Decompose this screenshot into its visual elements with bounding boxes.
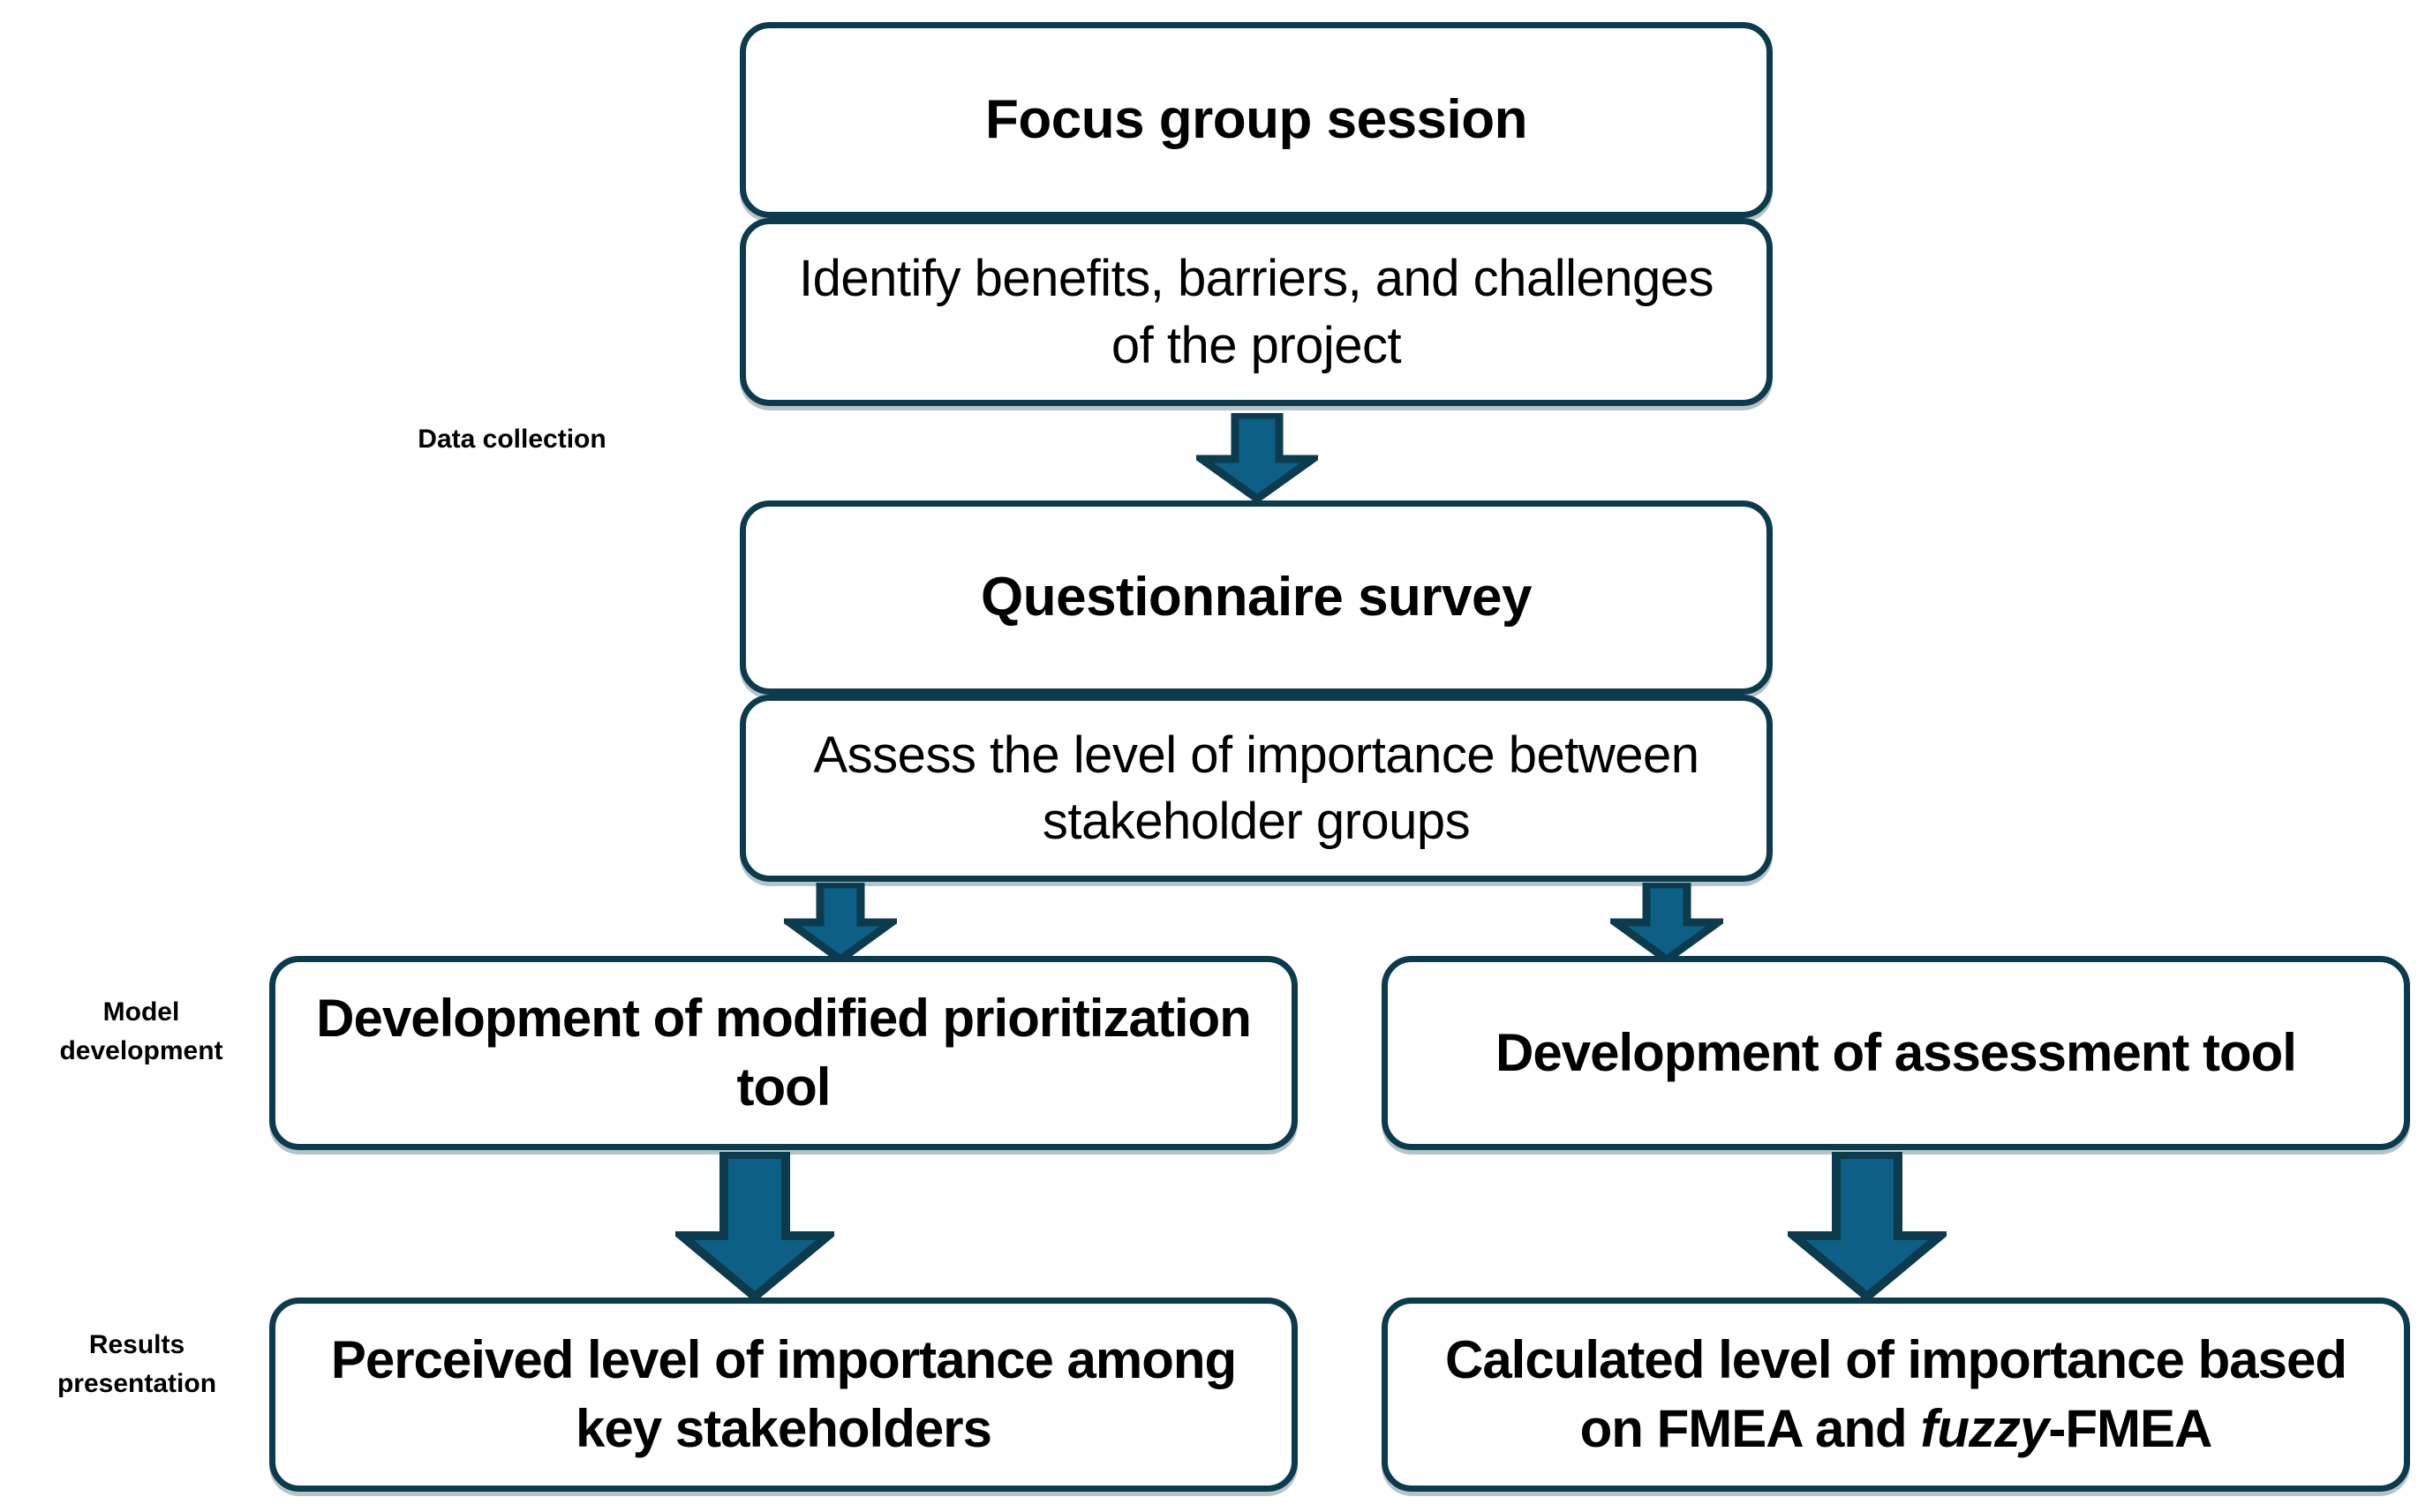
node-development-prioritization-tool-label: Development of modified prioritization t… [316, 989, 1252, 1117]
stage-label-model-development-line1: Model [102, 997, 180, 1027]
node-perceived-level-importance-label: Perceived level of importance among key … [330, 1330, 1237, 1458]
node-perceived-level-importance[interactable]: Perceived level of importance among key … [269, 1298, 1298, 1492]
node-calculated-level-importance[interactable]: Calculated level of importance based on … [1382, 1298, 2410, 1492]
node-questionnaire-survey-label: Questionnaire survey [980, 566, 1533, 628]
arrow-down-icon [675, 1152, 834, 1300]
stage-label-results-presentation: Results presentation [9, 1326, 265, 1403]
stage-label-model-development: Model development [18, 993, 265, 1070]
node-development-assessment-tool[interactable]: Development of assessment tool [1382, 956, 2410, 1150]
node-calculated-level-importance-text-before: Calculated level of importance based on … [1444, 1330, 2347, 1458]
arrow-down-icon [784, 883, 897, 962]
arrow-prioritization-tool-to-results [675, 1152, 834, 1300]
node-development-prioritization-tool[interactable]: Development of modified prioritization t… [269, 956, 1298, 1150]
arrow-down-icon [1788, 1152, 1947, 1300]
node-development-assessment-tool-label: Development of assessment tool [1495, 1023, 2297, 1082]
arrow-focus-to-survey [1196, 413, 1318, 501]
arrow-down-icon [1196, 413, 1318, 501]
node-focus-group-session-label: Focus group session [984, 88, 1528, 150]
arrow-assessment-tool-to-results [1788, 1152, 1947, 1300]
node-focus-group-description-label: Identify benefits, barriers, and challen… [798, 250, 1714, 374]
stage-label-data-collection: Data collection [371, 420, 653, 459]
arrow-survey-to-assessment-tool [1610, 883, 1723, 962]
node-questionnaire-description-label: Assess the level of importance between s… [813, 726, 1700, 850]
arrow-down-icon [1610, 883, 1723, 962]
stage-label-model-development-line2: development [59, 1035, 223, 1065]
arrow-survey-to-prioritization-tool [784, 883, 897, 962]
node-questionnaire-description[interactable]: Assess the level of importance between s… [740, 695, 1773, 882]
node-calculated-level-importance-text-italic: fuzzy [1920, 1399, 2049, 1458]
node-questionnaire-survey[interactable]: Questionnaire survey [740, 500, 1773, 695]
stage-label-data-collection-line1: Data collection [418, 425, 606, 454]
stage-label-results-presentation-line2: presentation [56, 1368, 217, 1398]
stage-label-results-presentation-line1: Results [88, 1330, 185, 1359]
node-focus-group-description[interactable]: Identify benefits, barriers, and challen… [740, 218, 1773, 406]
node-calculated-level-importance-text-after: -FMEA [2048, 1399, 2212, 1458]
node-focus-group-session[interactable]: Focus group session [740, 22, 1773, 218]
node-calculated-level-importance-label: Calculated level of importance based on … [1424, 1326, 2369, 1463]
